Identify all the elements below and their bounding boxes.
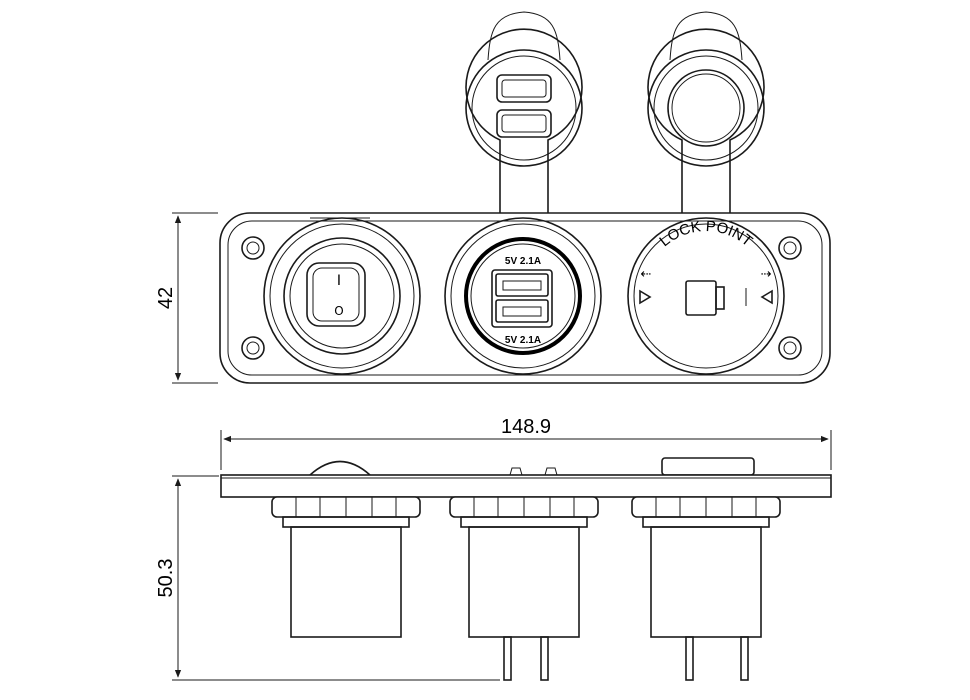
switch-body xyxy=(271,496,421,638)
switch-on-mark: I xyxy=(337,273,341,289)
usb-dust-cap xyxy=(465,11,583,215)
screw-hole xyxy=(241,336,265,360)
terminal-pin xyxy=(740,636,749,681)
triangle-right-icon xyxy=(760,289,773,305)
lighter-body xyxy=(631,496,781,681)
usb-top-rating: 5V 2.1A xyxy=(505,256,541,267)
usb-body xyxy=(449,496,599,681)
screw-hole xyxy=(778,236,802,260)
terminal-pin xyxy=(540,636,549,681)
rocker-switch: I O xyxy=(263,217,421,375)
width-dimension-value: 148.9 xyxy=(501,416,551,438)
height-dimension-value: 42 xyxy=(155,287,177,309)
terminal-pin xyxy=(685,636,694,681)
depth-dimension: 50.3 xyxy=(155,475,500,681)
screw-hole xyxy=(778,336,802,360)
lock-arrow-left-icon: ⇠ xyxy=(641,267,652,282)
triangle-left-icon xyxy=(639,289,652,305)
screw-hole xyxy=(241,236,265,260)
lock-arrow-right-icon: ⇢ xyxy=(761,267,772,282)
width-dimension: 148.9 xyxy=(220,416,832,470)
depth-dimension-value: 50.3 xyxy=(155,559,177,598)
lighter-dust-cap xyxy=(647,11,765,215)
usb-bottom-rating: 5V 2.1A xyxy=(505,335,541,346)
mounting-panel xyxy=(219,212,831,384)
usb-socket: 5V 2.1A 5V 2.1A xyxy=(444,217,602,375)
height-dimension: 42 xyxy=(155,212,218,384)
terminal-pin xyxy=(503,636,512,681)
switch-off-mark: O xyxy=(334,304,343,318)
side-view: 148.9 xyxy=(155,416,832,681)
top-view: I O 5V 2.1A 5V 2.1A LOCK POINT ⇠ xyxy=(155,11,831,384)
